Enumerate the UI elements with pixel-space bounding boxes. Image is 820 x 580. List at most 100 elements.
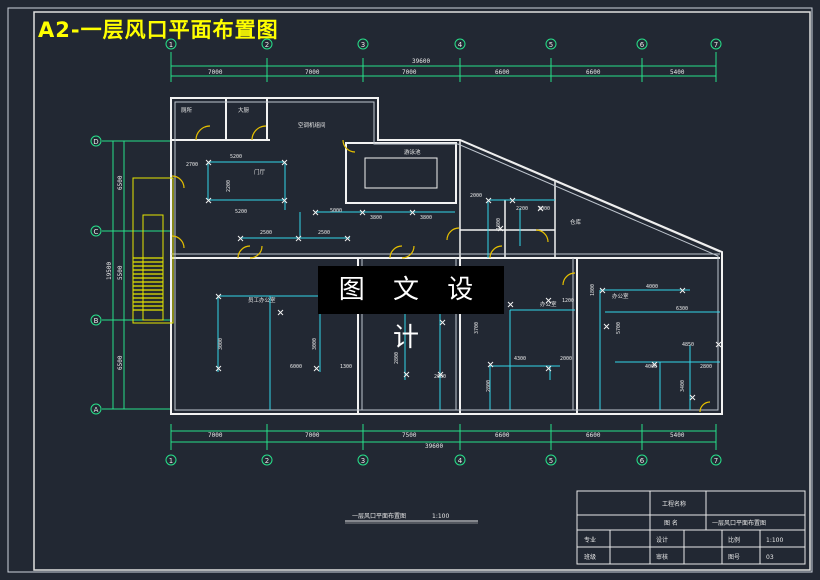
tb-drawing-name: 一层风口平面布置图 <box>712 519 766 527</box>
duct-dim-22: 2000 <box>560 356 572 362</box>
axis-bottom-7: 7 <box>714 457 718 465</box>
axis-bottom-2: 2 <box>265 457 269 465</box>
axis-left-C: C <box>94 228 99 236</box>
door-6 <box>237 245 251 259</box>
bottom-axis-bubbles <box>165 454 722 466</box>
duct-dimension-labels: 5200 2700 2200 5200 5000 3800 3800 2500 … <box>186 154 712 392</box>
duct-dim-16: 4000 <box>646 284 658 290</box>
left-axis-labels: D C B A <box>93 138 98 414</box>
duct-dim-31: 5700 <box>616 322 622 334</box>
axis-top-2: 2 <box>265 41 269 49</box>
bottom-dim-4: 6600 <box>495 432 510 439</box>
duct-dim-32: 2800 <box>394 352 400 364</box>
room-label-kitchen: 大厨 <box>238 106 250 114</box>
wall-inner-lines <box>171 101 721 411</box>
top-dim-5: 6600 <box>586 69 601 76</box>
duct-dim-27: 1300 <box>340 364 352 370</box>
tb-sheet-label: 图号 <box>728 554 740 561</box>
axis-top-1: 1 <box>169 41 173 49</box>
inner-frame <box>33 11 811 571</box>
doors <box>171 125 711 413</box>
duct-dim-4: 5200 <box>235 209 247 215</box>
drawing-title: A2-一层风口平面布置图 <box>38 18 279 42</box>
top-room-walls <box>170 98 270 141</box>
bottom-dim-5: 6600 <box>586 432 601 439</box>
duct-dim-8: 2500 <box>260 230 272 236</box>
duct-dim-26: 6000 <box>290 364 302 370</box>
bottom-dimension-chain <box>170 424 717 450</box>
axis-left-D: D <box>93 138 98 146</box>
duct-dim-18: 1200 <box>562 298 574 304</box>
duct-dim-29: 2800 <box>486 380 492 392</box>
door-7 <box>249 245 263 259</box>
axis-bottom-1: 1 <box>169 457 173 465</box>
tb-drawing-name-label: 图 名 <box>664 519 678 527</box>
lower-room-walls <box>170 258 578 414</box>
door-2 <box>251 125 267 141</box>
axis-bottom-3: 3 <box>361 457 365 465</box>
pool-inner <box>364 157 438 189</box>
duct-dim-10: 2000 <box>470 193 482 199</box>
duct-dim-28: 2600 <box>434 374 446 380</box>
axis-bottom-4: 4 <box>458 457 463 465</box>
title-block: 工程名称 图 名 一层风口平面布置图 专业 设计 比例 1:100 班级 审核 … <box>576 490 806 565</box>
axis-left-A: A <box>94 406 99 414</box>
top-dim-3: 7000 <box>402 69 417 76</box>
door-1 <box>195 125 211 141</box>
outer-wall <box>170 97 723 415</box>
top-dimension-chain <box>170 52 717 82</box>
top-dim-4: 6600 <box>495 69 510 76</box>
duct-dim-6: 3800 <box>370 215 382 221</box>
room-label-ahu: 空调机组间 <box>298 121 326 129</box>
left-dim-1: 6500 <box>117 175 124 190</box>
duct-dim-1: 5200 <box>230 154 242 160</box>
tb-scale-label: 比例 <box>728 536 740 544</box>
axis-top-3: 3 <box>361 41 365 49</box>
room-label-office-2: 办公室 <box>612 292 629 300</box>
room-labels: 厕所 大厨 空调机组间 门厅 游泳池 仓库 员工办公室 办公室 办公室 <box>181 106 629 308</box>
door-14 <box>699 401 711 413</box>
bottom-dimension-texts: 7000 7000 7500 6600 6600 5400 39600 <box>208 432 685 450</box>
bottom-dim-6: 5400 <box>670 432 685 439</box>
duct-dim-12: 2200 <box>516 206 528 212</box>
duct-dim-25: 4000 <box>645 364 657 370</box>
left-dimension-texts: 6500 5500 6500 19500 <box>106 175 124 370</box>
left-total-dim: 19500 <box>106 262 113 280</box>
bottom-dim-1: 7000 <box>208 432 223 439</box>
bottom-axis-labels: 1 2 3 4 5 6 7 <box>169 457 718 465</box>
outer-frame <box>7 7 813 573</box>
duct-dim-20: 3700 <box>474 322 480 334</box>
tb-review-label: 审核 <box>656 553 668 561</box>
duct-dim-13: 1800 <box>496 218 502 230</box>
building-walls <box>170 97 723 415</box>
axis-top-6: 6 <box>640 41 645 49</box>
left-dim-3: 6500 <box>117 355 124 370</box>
bottom-total-dim: 39600 <box>425 443 443 450</box>
top-dimension-texts: 39600 7000 7000 7000 6600 6600 5400 <box>208 58 685 76</box>
door-12 <box>535 229 549 243</box>
tb-sheet-value: 03 <box>766 554 774 561</box>
top-dim-2: 7000 <box>305 69 320 76</box>
inner-partitions <box>459 140 556 258</box>
duct-dim-24: 2800 <box>700 364 712 370</box>
duct-dim-15: 3000 <box>312 338 318 350</box>
air-outlets <box>205 159 722 401</box>
duct-dim-21: 4300 <box>514 356 526 362</box>
duct-dim-5: 5000 <box>330 208 342 214</box>
room-label-storage: 仓库 <box>570 218 582 226</box>
duct-dim-2: 2700 <box>186 162 198 168</box>
duct-dim-14: 3000 <box>218 338 224 350</box>
door-10 <box>446 227 460 241</box>
left-dim-2: 5500 <box>117 265 124 280</box>
top-dim-1: 7000 <box>208 69 223 76</box>
axis-top-5: 5 <box>549 41 553 49</box>
door-13 <box>562 272 576 286</box>
duct-dim-7: 3800 <box>420 215 432 221</box>
duct-dim-17: 6300 <box>676 306 688 312</box>
duct-dim-9: 2500 <box>318 230 330 236</box>
top-axis-labels: 1 2 3 4 5 6 7 <box>169 41 718 49</box>
room-label-toilet: 厕所 <box>181 106 193 114</box>
top-dim-6: 5400 <box>670 69 685 76</box>
